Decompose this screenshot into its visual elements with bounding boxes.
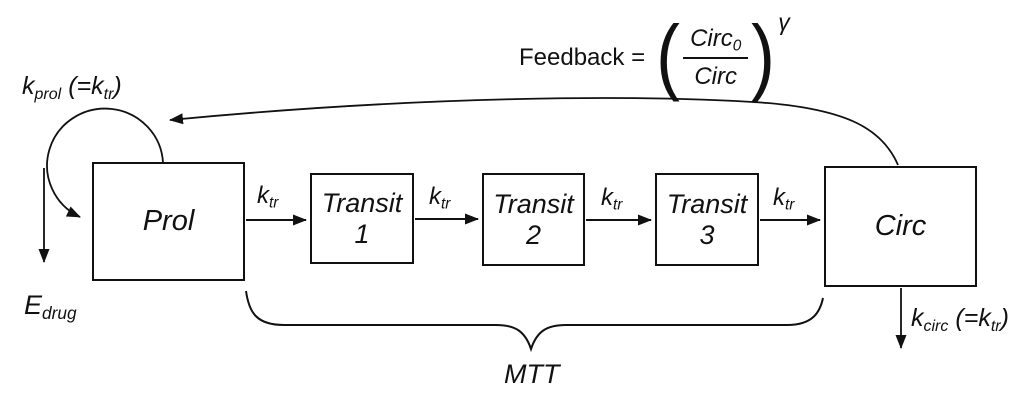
ktr-sub: tr [269, 194, 279, 212]
ktr-sub: tr [613, 196, 623, 214]
kprol-eq-base: k [91, 72, 104, 100]
kprol-eq-sub: tr [103, 85, 114, 103]
kprol-sub: prol [34, 85, 62, 103]
edrug-sub: drug [42, 303, 77, 324]
compartment-transit2-label-line1: Transit [493, 189, 574, 220]
mtt-label: MTT [504, 359, 560, 389]
ktr-sub: tr [441, 195, 451, 213]
ktr-base: k [601, 184, 613, 211]
compartment-transit3: Transit 3 [655, 173, 759, 266]
ktr-base: k [429, 183, 441, 210]
compartment-transit3-label-line2: 3 [699, 219, 715, 250]
kprol-self-loop-arrow [46, 107, 164, 218]
kprol-eq-open: (= [68, 72, 92, 100]
feedback-numerator-base: Circ [690, 25, 733, 52]
kcirc-base: k [911, 304, 924, 332]
feedback-paren-close: ) [751, 8, 776, 103]
mtt-brace [245, 290, 824, 353]
feedback-formula-prefix: Feedback = [519, 44, 646, 71]
compartment-prol-label: Prol [142, 205, 195, 238]
ktr-label-1: ktr [257, 182, 278, 211]
ktr-label-2: ktr [429, 183, 450, 212]
ktr-base: k [257, 182, 269, 209]
compartment-transit1-label-line2: 1 [354, 218, 370, 249]
feedback-denominator: Circ [694, 63, 737, 90]
ktr-sub: tr [785, 196, 795, 214]
ktr-base: k [773, 184, 785, 211]
compartment-circ-label: Circ [874, 210, 927, 243]
compartment-transit2: Transit 2 [482, 173, 585, 266]
kprol-rate-label: kprol(=ktr) [22, 72, 122, 103]
kcirc-eq-sub: tr [990, 317, 1001, 335]
feedback-arrow [169, 97, 899, 166]
kcirc-rate-label: kcirc(=ktr) [911, 304, 1009, 335]
kprol-base: k [22, 72, 35, 100]
feedback-exponent-gamma: γ [778, 9, 790, 35]
feedback-fraction: Circ0 Circ [683, 25, 749, 91]
compartment-prol: Prol [92, 162, 245, 281]
kprol-eq-close: ) [113, 72, 122, 100]
feedback-paren-open: ( [656, 8, 680, 103]
edrug-label: Edrug [24, 290, 77, 322]
compartment-transit2-label-line2: 2 [525, 219, 542, 250]
compartment-transit1: Transit 1 [310, 173, 414, 264]
feedback-numerator-sub: 0 [732, 37, 742, 55]
kcirc-eq-open: (= [955, 304, 979, 332]
kcirc-eq-close: ) [1000, 304, 1009, 332]
kcirc-eq-base: k [978, 304, 991, 332]
compartment-transit3-label-line1: Transit [666, 189, 748, 220]
kcirc-sub: circ [923, 317, 949, 335]
edrug-base: E [24, 290, 43, 320]
compartment-circ: Circ [824, 166, 977, 287]
ktr-label-3: ktr [601, 184, 622, 213]
ktr-label-4: ktr [773, 184, 794, 213]
feedback-numerator: Circ0 [683, 25, 749, 59]
feedback-formula: Feedback = ( Circ0 Circ ) γ [519, 8, 790, 106]
compartment-transit1-label-line1: Transit [321, 188, 403, 219]
